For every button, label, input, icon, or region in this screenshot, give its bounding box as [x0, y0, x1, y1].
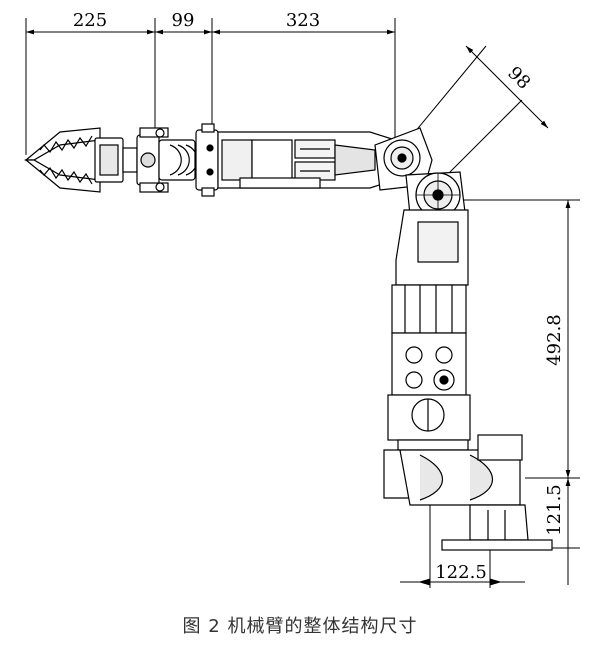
dim-label-225: 225 [73, 10, 107, 31]
dim-label-122-5: 122.5 [435, 562, 487, 583]
figure-caption: 图 2 机械臂的整体结构尺寸 [182, 616, 418, 637]
dim-line-98 [465, 45, 549, 129]
wrist [158, 123, 219, 197]
robot-arm-dimension-drawing: 225 99 323 98 492.8 121.5 122.5 [24, 10, 580, 588]
dim-label-98: 98 [503, 63, 534, 94]
shoulder-base [383, 394, 553, 551]
upper-arm [391, 209, 469, 396]
dim-label-323: 323 [286, 10, 320, 31]
gripper [24, 127, 169, 193]
forearm [217, 131, 396, 189]
bottom-dimension-group [400, 500, 525, 588]
dim-label-492-8: 492.8 [544, 314, 565, 366]
base-plate [441, 539, 553, 551]
top-dimension-group [25, 18, 396, 155]
dim-label-99: 99 [172, 10, 195, 31]
dim-label-121-5: 121.5 [544, 484, 565, 536]
elbow-joint [374, 127, 466, 218]
